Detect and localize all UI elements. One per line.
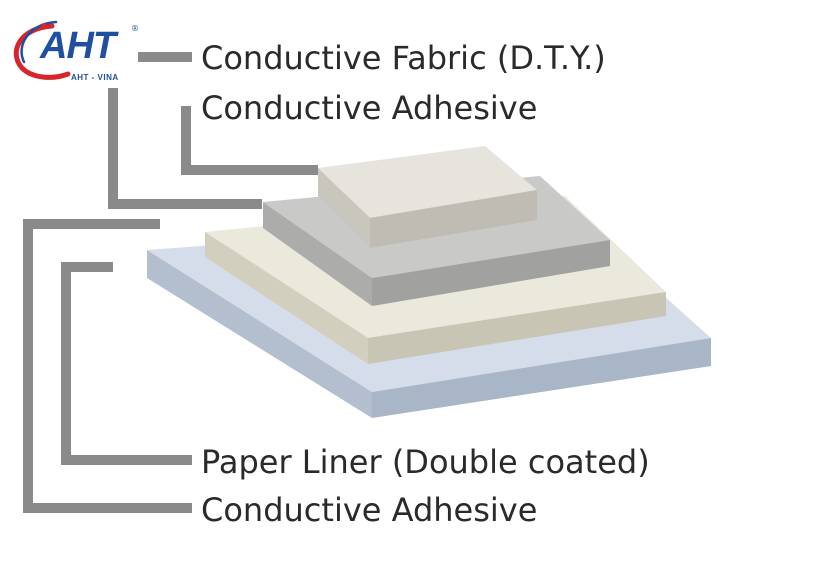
label-bottom-conductive-adhesive: Conductive Adhesive (201, 491, 538, 529)
label-paper-liner: Paper Liner (Double coated) (201, 443, 650, 481)
leader-bottom-adhesive (23, 219, 192, 513)
label-conductive-fabric: Conductive Fabric (D.T.Y.) (201, 39, 606, 77)
leader-paper-liner (61, 262, 192, 465)
label-top-conductive-adhesive: Conductive Adhesive (201, 89, 538, 127)
logo-subtitle: AHT - VINA (71, 73, 119, 82)
leader-top-adhesive (181, 106, 318, 175)
registered-mark: ® (131, 24, 139, 33)
leader-aux (108, 88, 262, 209)
logo-swoosh-icon (13, 20, 71, 80)
layer-conductive-fabric (318, 146, 537, 248)
leader-lines (23, 52, 318, 513)
aht-logo: AHT ® AHT - VINA (8, 12, 139, 92)
logo-wordmark: AHT (40, 25, 116, 67)
